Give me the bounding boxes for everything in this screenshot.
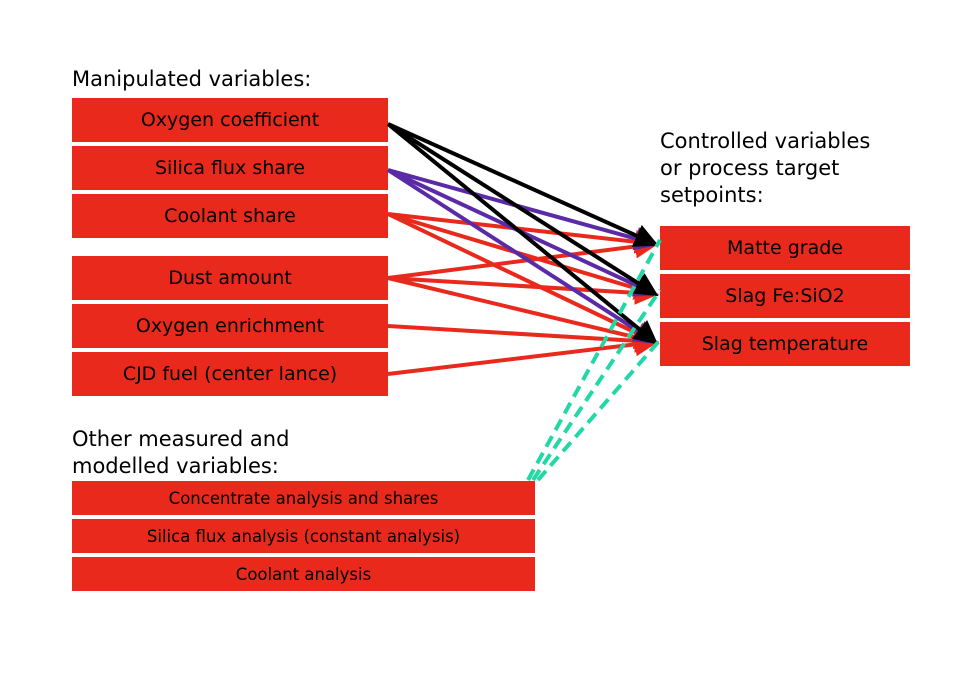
dashed-other-to-matte: [526, 239, 662, 481]
other-concentrate-analysis: Concentrate analysis and shares: [72, 481, 535, 515]
arrow-enrichment-to-temperature: [387, 324, 659, 353]
controlled-slag-fe-sio2: Slag Fe:SiO2: [660, 274, 910, 318]
arrow-coolant-to-matte: [387, 212, 659, 254]
manipulated-oxygen-coefficient: Oxygen coefficient: [72, 98, 388, 142]
manipulated-cjd-fuel: CJD fuel (center lance): [72, 352, 388, 396]
other-heading-line-2: modelled variables:: [72, 454, 279, 478]
controlled-heading-line-3: setpoints:: [660, 183, 764, 207]
controlled-heading-line-1: Controlled variables: [660, 129, 871, 153]
controlled-heading-line-2: or process target: [660, 156, 840, 180]
other-heading-line-1: Other measured and: [72, 427, 290, 451]
manipulated-silica-flux-share: Silica flux share: [72, 146, 388, 190]
arrow-oxygen-coef-to-matte: [387, 122, 659, 247]
controlled-matte-grade: Matte grade: [660, 226, 910, 270]
dashed-other-to-fesio2: [531, 288, 662, 482]
manipulated-oxygen-enrichment: Oxygen enrichment: [72, 304, 388, 348]
controlled-heading: Controlled variables or process target s…: [660, 128, 870, 209]
other-heading: Other measured and modelled variables:: [72, 426, 289, 480]
arrow-cjd-to-temperature: [387, 332, 659, 376]
other-silica-flux-analysis: Silica flux analysis (constant analysis): [72, 519, 535, 553]
manipulated-dust-amount: Dust amount: [72, 256, 388, 300]
arrow-oxygen-coef-to-fesio2: [386, 122, 659, 297]
manipulated-heading: Manipulated variables:: [72, 67, 312, 91]
arrow-silica-to-temperature: [386, 168, 659, 345]
arrow-dust-to-temperature: [387, 276, 659, 350]
other-coolant-analysis: Coolant analysis: [72, 557, 535, 591]
controlled-slag-temperature: Slag temperature: [660, 322, 910, 366]
arrow-dust-to-fesio2: [387, 276, 659, 305]
arrow-dust-to-matte: [387, 234, 659, 280]
arrow-oxygen-coef-to-temperature: [386, 122, 659, 345]
arrow-coolant-to-temperature: [387, 212, 659, 345]
manipulated-coolant-share: Coolant share: [72, 194, 388, 238]
dashed-other-to-temperature: [536, 338, 662, 482]
